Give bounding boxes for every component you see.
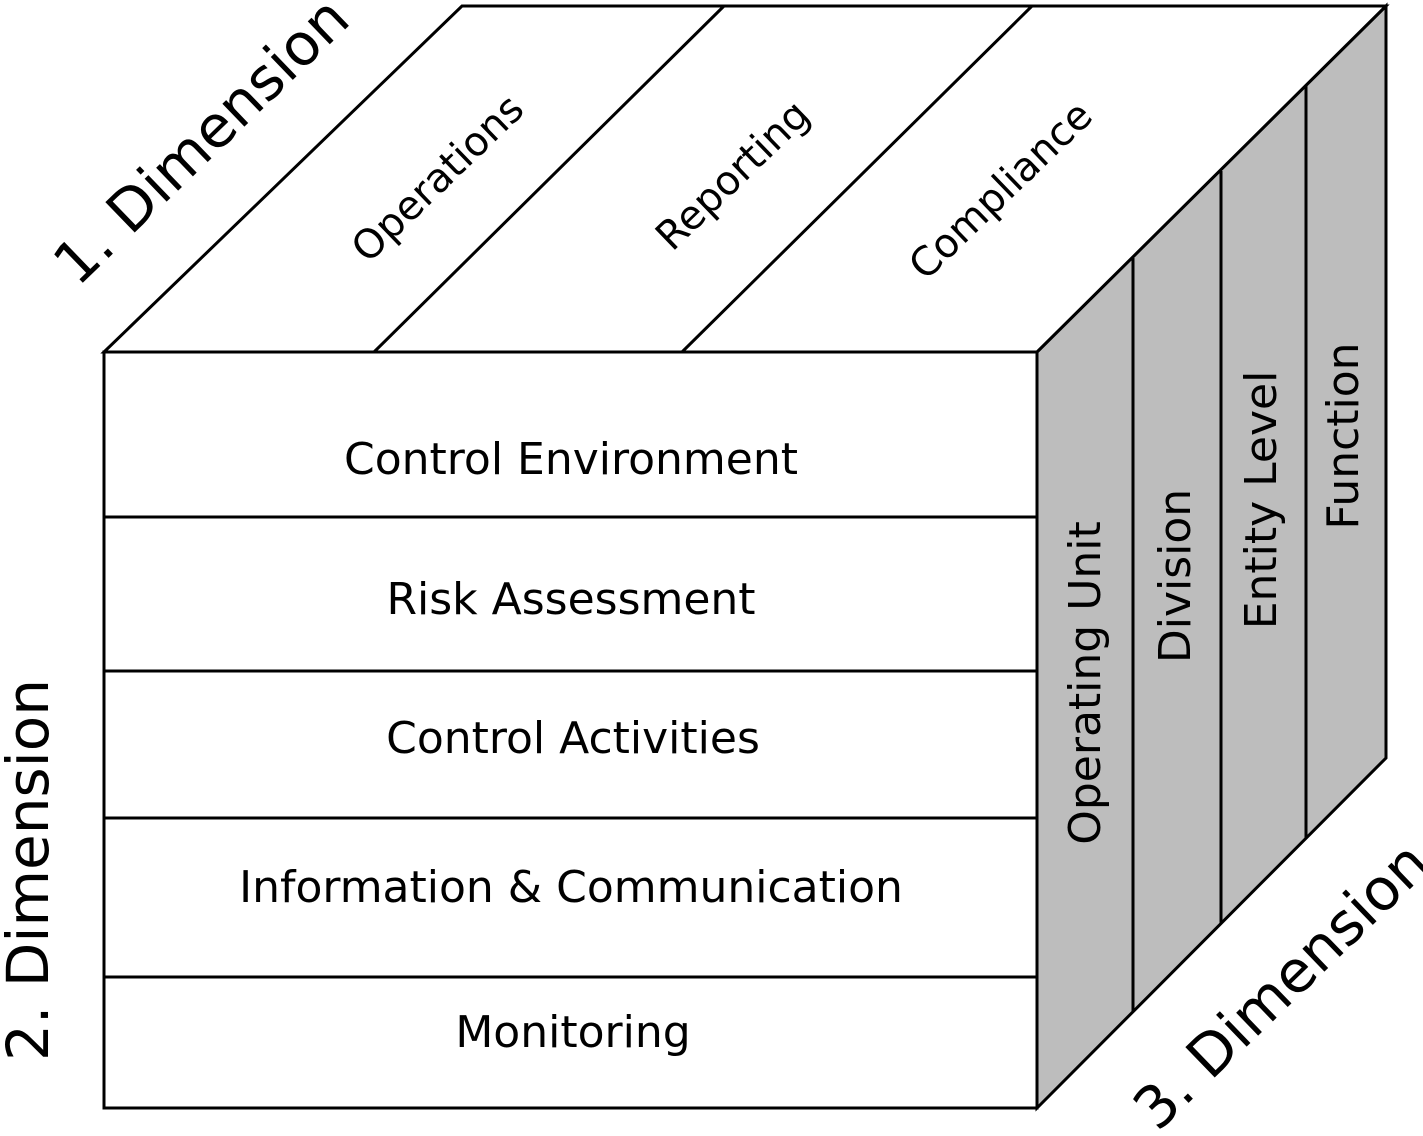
row-label-control-environment: Control Environment — [344, 434, 798, 485]
side-label-operating-unit: Operating Unit — [1060, 521, 1111, 845]
row-label-information-communication: Information & Communication — [239, 862, 903, 913]
row-label-control-activities: Control Activities — [386, 713, 760, 764]
side-label-entity-level: Entity Level — [1236, 371, 1287, 630]
top-divider — [372, 4, 726, 354]
row-label-monitoring: Monitoring — [455, 1007, 690, 1058]
top-divider — [680, 4, 1034, 354]
dimension-label-2: 2. Dimension — [0, 679, 62, 1061]
side-label-division: Division — [1150, 489, 1201, 663]
row-label-risk-assessment: Risk Assessment — [386, 574, 755, 625]
side-label-function: Function — [1318, 342, 1369, 529]
front-face — [102, 350, 1039, 1110]
